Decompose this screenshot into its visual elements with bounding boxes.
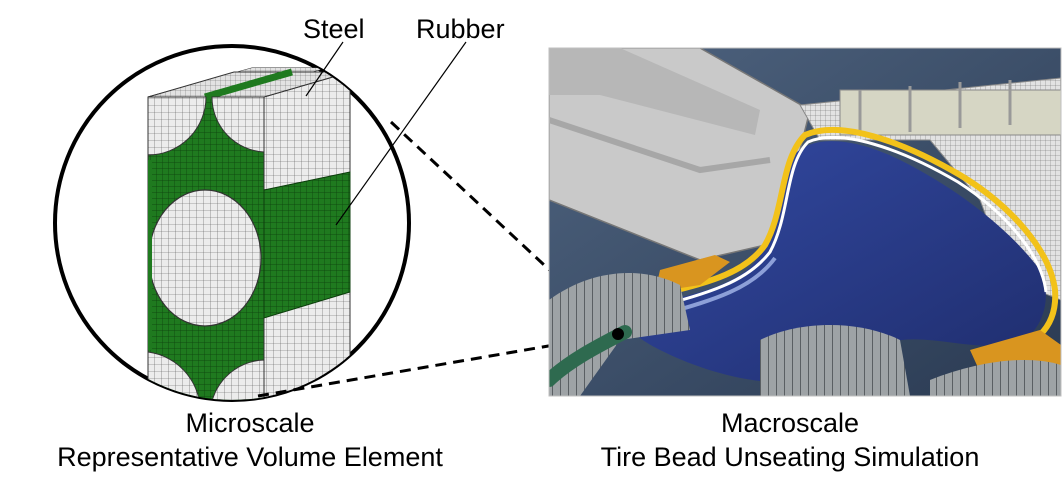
steel-fiber-quarter-br	[209, 359, 265, 400]
steel-leader-line	[305, 41, 344, 97]
zoom-line-bottom	[257, 332, 619, 398]
tire-cavity	[622, 141, 1046, 383]
wheel-flange-right	[930, 360, 1061, 396]
steel-fiber-center	[148, 189, 262, 327]
rve-side-rubber	[263, 171, 351, 319]
macroscale-caption: Macroscale Tire Bead Unseating Simulatio…	[520, 406, 1060, 474]
tire-ply-outer	[639, 126, 1059, 353]
steel-fiber-quarter-tr	[211, 96, 265, 153]
macroscale-title: Macroscale	[720, 408, 860, 438]
macroscale-subtitle: Tire Bead Unseating Simulation	[600, 442, 980, 472]
bead-point-marker	[612, 328, 624, 340]
steel-label: Steel	[303, 14, 365, 44]
microscale-subtitle: Representative Volume Element	[57, 442, 443, 472]
tire-simulation	[549, 48, 1061, 396]
rubber-label: Rubber	[416, 14, 505, 44]
microscale-caption: Microscale Representative Volume Element	[0, 406, 500, 474]
wheel-flange-bottom	[760, 325, 910, 396]
steel-fiber-quarter-bl	[147, 351, 201, 400]
steel-fiber-quarter-tl	[147, 96, 207, 156]
microscale-title: Microscale	[185, 408, 315, 438]
rubber-leader-line	[335, 41, 467, 226]
rve-illustration	[53, 41, 467, 402]
